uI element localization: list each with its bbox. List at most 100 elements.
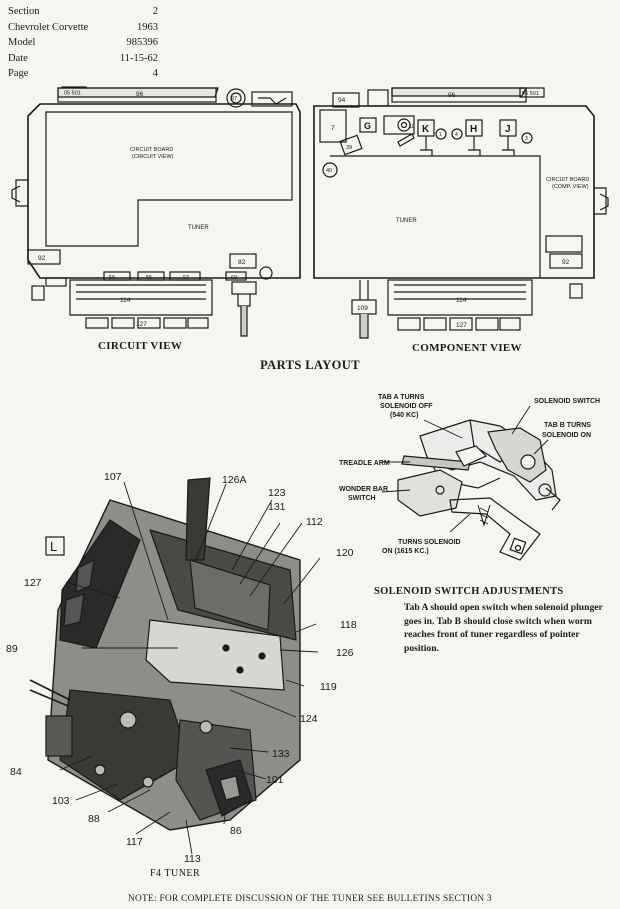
component-part-7 [319,109,347,143]
component-base [387,279,533,316]
tuner-126-label: 126 [336,647,354,659]
tuner-107-label: 107 [104,471,122,483]
component-3-label: 3 [525,136,528,142]
tuner-103-label: 103 [52,795,70,807]
component-4-label: 4 [455,132,458,138]
component-J-label: J [505,124,511,135]
component-96-label: 96 [448,92,456,99]
component-94-label: 94 [338,97,346,104]
component-7-label: 7 [331,125,335,132]
tab-a-label-line2: SOLENOID OFF [380,403,433,410]
circuit-53-label: 53 [183,275,189,281]
tuner-124-label: 124 [300,713,318,725]
component-40-label: 40 [326,168,332,174]
tab-a-label-line3: (540 KC) [390,412,418,419]
component-view-caption: COMPONENT VIEW [412,342,522,354]
component-view-drawing [313,87,609,339]
component-H-label: H [470,124,477,135]
turns-on-label-line2: ON (1615 KC.) [382,548,429,555]
component-board-label: CIRCUIT BOARD [546,177,589,183]
circuit-tuner-label: TUNER [188,225,209,231]
tuner-86-label: 86 [230,825,242,837]
tuner-112-label: 112 [306,516,323,528]
tuner-119-label: 119 [320,681,337,693]
treadle-arm-label: TREADLE ARM [339,460,390,467]
circuit-bracket [251,91,293,107]
component-part-92 [549,253,583,269]
solenoid-adjustments-title: SOLENOID SWITCH ADJUSTMENTS [374,586,564,597]
circuit-127-label: 127 [136,321,147,328]
circuit-cover-label: 96 [136,91,144,98]
tab-b-label-line2: SOLENOID ON [542,432,591,439]
tuner-84-label: 84 [10,766,22,778]
tuner-131-label: 131 [268,501,286,513]
component-top-tag [519,87,545,98]
tuner-113-label: 113 [184,853,201,865]
component-chassis [313,105,595,279]
circuit-part-69 [225,271,247,281]
parts-layout-title: PARTS LAYOUT [260,358,360,372]
tuner-127-label: 127 [24,577,42,589]
tuner-118-label: 118 [340,619,357,631]
circuit-view-drawing [11,86,301,337]
tuner-120-label: 120 [336,547,354,559]
component-127-label: 127 [456,322,467,329]
tuner-part-L-box [45,536,65,556]
component-109-label: 109 [357,305,368,312]
tuner-123-label: 123 [268,487,286,499]
circuit-part-92 [27,249,61,265]
turns-on-label-line1: TURNS SOLENOID [398,539,461,546]
circuit-knob-label: 97 [231,96,237,102]
component-tuner-label: TUNER [396,218,417,224]
circuit-chassis [27,103,301,279]
f4-tuner-caption: F4 TUNER [150,868,201,879]
tuner-89-label: 89 [6,643,18,655]
solenoid-switch-label: SOLENOID SWITCH [534,398,600,405]
circuit-114-label: 114 [120,297,131,304]
component-board-sub-label: (COMP. VIEW) [552,184,589,190]
component-tag-label: 05 501 [522,91,539,97]
tab-a-label-line1: TAB A TURNS [378,394,425,401]
circuit-55-label: 55 [146,275,152,281]
solenoid-adjustments-text: Tab A should open switch when solenoid p… [404,602,603,654]
tuner-126A-label: 126A [222,474,247,486]
tuner-133-label: 133 [272,748,290,760]
circuit-92-label: 92 [38,255,46,262]
tuner-88-label: 88 [88,813,100,825]
tuner-L-label: L [50,539,57,554]
circuit-knob [226,88,246,108]
tuner-101-label: 101 [266,774,284,786]
component-board-outline [330,155,541,278]
component-part-G [359,117,377,133]
circuit-cover [57,87,217,103]
component-11-label: 11 [409,124,414,130]
component-114-label: 114 [456,297,467,304]
component-39-label: 39 [346,145,352,151]
circuit-82-label: 82 [238,259,246,266]
circuit-part-82 [229,253,257,269]
circuit-tag-label: 05 501 [64,91,81,97]
f4-tuner-illustration [29,477,321,855]
circuit-board-outline [45,111,293,247]
circuit-view-caption: CIRCUIT VIEW [98,340,183,352]
component-92-label: 92 [562,259,570,266]
component-part-94 [332,92,360,108]
wonder-bar-label-line2: SWITCH [348,495,376,502]
component-1-label: 1 [439,132,442,138]
circuit-board-sub-label: (CIRCUIT VIEW) [132,154,174,160]
wonder-bar-label-line1: WONDER BAR [339,486,388,493]
component-K-label: K [422,124,430,135]
solenoid-switch-diagram [381,405,561,561]
tuner-117-label: 117 [126,836,143,848]
circuit-56-label: 56 [109,275,115,281]
circuit-base [69,279,213,316]
component-part-40 [322,162,338,178]
circuit-69-label: 69 [231,275,237,281]
bulletin-note: NOTE: FOR COMPLETE DISCUSSION OF THE TUN… [128,894,492,904]
